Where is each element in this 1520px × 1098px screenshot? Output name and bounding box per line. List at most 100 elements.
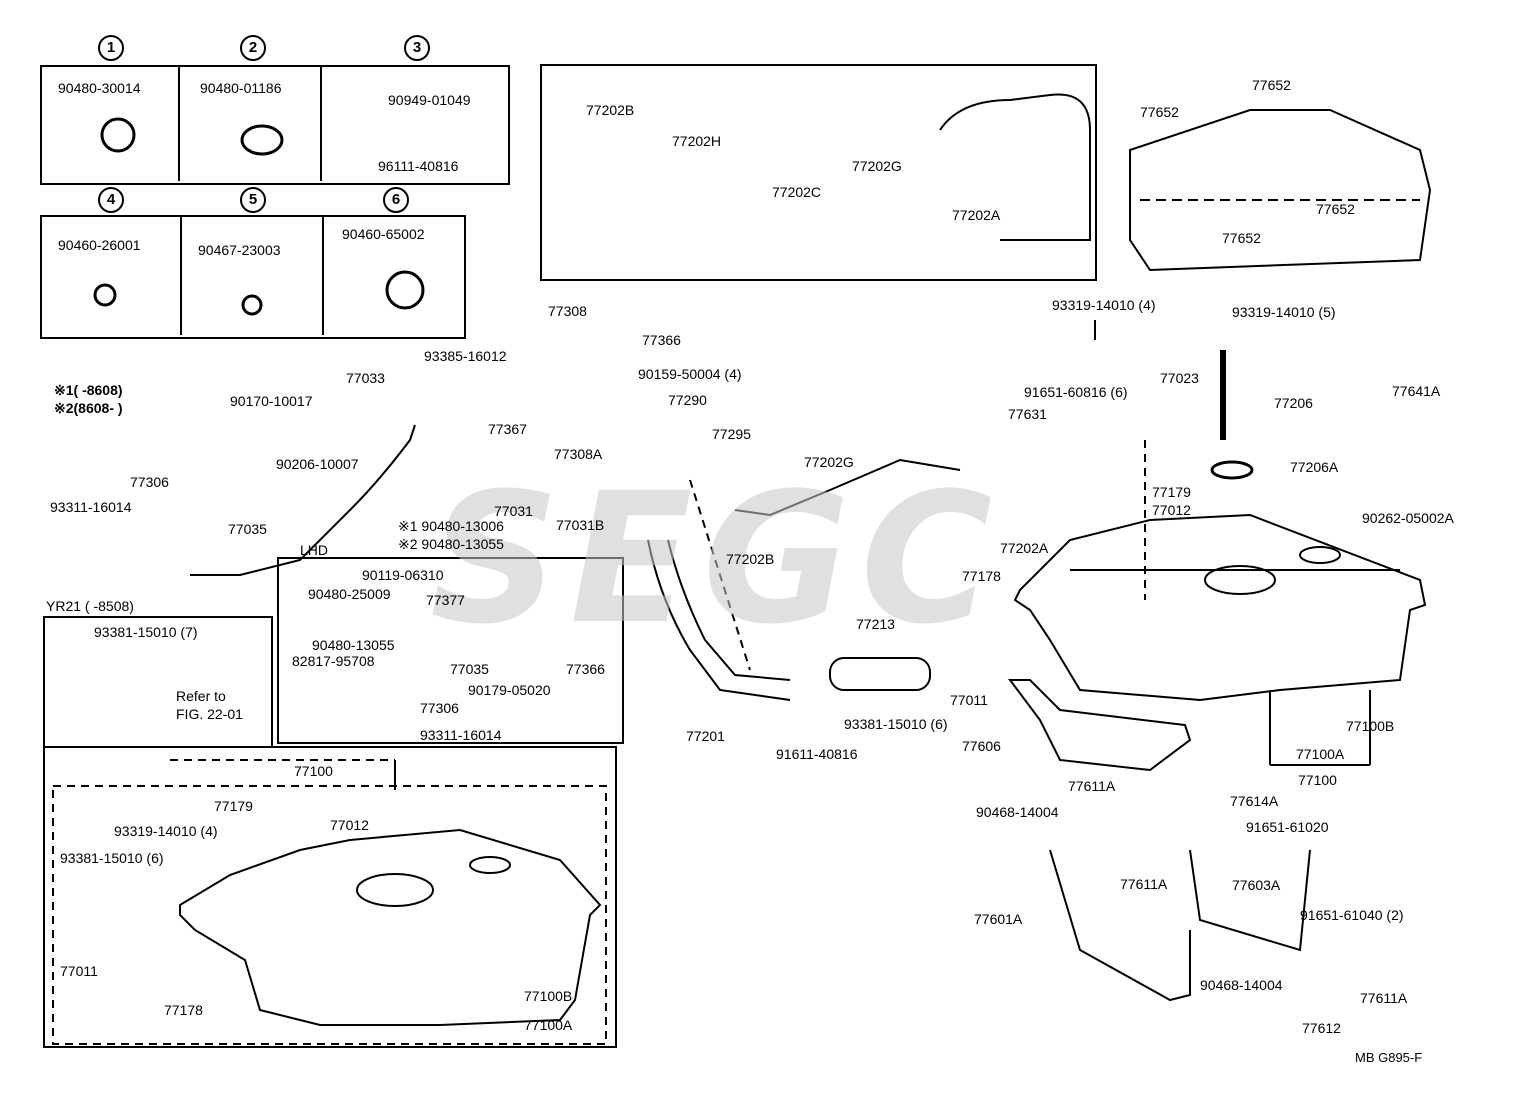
part-label: 77201: [686, 728, 725, 744]
part-label: 90949-01049: [388, 92, 471, 108]
part-label: 77202G: [804, 454, 854, 470]
part-label: 90480-30014: [58, 80, 141, 96]
part-label: 77100B: [1346, 718, 1395, 734]
part-label: 96111-40816: [378, 158, 459, 174]
legend-circle-3: 3: [404, 35, 430, 61]
part-label: 77202B: [726, 551, 775, 567]
legend-divider: [180, 215, 182, 335]
part-label: 90468-14004: [976, 804, 1059, 820]
part-label: 90467-23003: [198, 242, 281, 258]
refer-label: Refer to: [176, 688, 226, 704]
part-label: 90170-10017: [230, 393, 313, 409]
part-label: 77606: [962, 738, 1001, 754]
part-label: 77100: [294, 763, 333, 779]
part-label: 91651-61020: [1246, 819, 1329, 835]
part-label: 77366: [566, 661, 605, 677]
part-label: 77011: [950, 692, 988, 708]
part-label: 77308: [548, 303, 587, 319]
part-label: 90460-26001: [58, 237, 141, 253]
part-label: 90206-10007: [276, 456, 359, 472]
part-label: 77035: [228, 521, 267, 537]
part-label: 77206A: [1290, 459, 1339, 475]
part-label: 77614A: [1230, 793, 1279, 809]
part-label: 77601A: [974, 911, 1023, 927]
part-label: 77031B: [556, 517, 605, 533]
part-label: 77652: [1252, 77, 1291, 93]
legend-box-bottom: [40, 215, 466, 339]
part-label: 93319-14010 (5): [1232, 304, 1336, 320]
part-label: 90480-25009: [308, 586, 391, 602]
part-label: 77295: [712, 426, 751, 442]
part-label: 77202A: [1000, 540, 1049, 556]
part-label: 90262-05002A: [1362, 510, 1454, 526]
part-label: 91611-40816: [776, 746, 858, 762]
part-label: 90480-13055: [312, 637, 395, 653]
legend-box-top: [40, 65, 510, 185]
refer-label: FIG. 22-01: [176, 706, 243, 722]
part-label: 77611A: [1120, 876, 1168, 892]
part-label: 77031: [494, 503, 533, 519]
part-label: 93311-16014: [50, 499, 132, 515]
part-label: 91651-60816 (6): [1024, 384, 1128, 400]
part-label: 77011: [60, 963, 98, 979]
part-label: 90468-14004: [1200, 977, 1283, 993]
part-label: 90480-01186: [200, 80, 282, 96]
part-label: 82817-95708: [292, 653, 375, 669]
part-label: 77012: [330, 817, 369, 833]
part-label: 77377: [426, 592, 465, 608]
part-label: 77641A: [1392, 383, 1441, 399]
part-label: 77100B: [524, 988, 573, 1004]
part-label: 93381-15010 (6): [844, 716, 948, 732]
legend-divider: [322, 215, 324, 335]
part-label: 77178: [962, 568, 1001, 584]
diagram-code: MB G895-F: [1355, 1050, 1423, 1065]
part-label: 77100A: [524, 1017, 573, 1033]
part-label: 77012: [1152, 502, 1191, 518]
part-label: 77179: [1152, 484, 1191, 500]
part-label: 93311-16014: [420, 727, 502, 743]
part-label: 77631: [1008, 406, 1047, 422]
part-label: 77290: [668, 392, 707, 408]
yr21-label: YR21 ( -8508): [46, 598, 134, 614]
part-label: ※1 90480-13006: [398, 518, 504, 534]
part-label: 90159-50004 (4): [638, 366, 742, 382]
legend-circle-5: 5: [240, 187, 266, 213]
part-label: 77611A: [1360, 990, 1408, 1006]
legend-divider: [320, 65, 322, 181]
part-label: 77308A: [554, 446, 603, 462]
part-label: 93381-15010 (6): [60, 850, 164, 866]
part-label: 77179: [214, 798, 253, 814]
legend-circle-1: 1: [98, 35, 124, 61]
watermark: SEGC: [430, 455, 1003, 664]
part-label: 77202B: [586, 102, 635, 118]
part-label: 77611A: [1068, 778, 1116, 794]
part-label: 77612: [1302, 1020, 1341, 1036]
part-label: 93319-14010 (4): [114, 823, 218, 839]
part-label: 77306: [420, 700, 459, 716]
part-label: 77652: [1140, 104, 1179, 120]
part-label: 93385-16012: [424, 348, 507, 364]
part-label: 77100: [1298, 772, 1337, 788]
part-label: 77033: [346, 370, 385, 386]
part-label: 90460-65002: [342, 226, 425, 242]
part-label: 90119-06310: [362, 567, 444, 583]
part-label: 77023: [1160, 370, 1199, 386]
part-label: 90179-05020: [468, 682, 551, 698]
part-label: 77035: [450, 661, 489, 677]
part-label: 77202C: [772, 184, 822, 200]
note-mark-1: ※1( -8608): [54, 382, 123, 398]
part-label: 77366: [642, 332, 681, 348]
part-label: 77603A: [1232, 877, 1281, 893]
legend-circle-4: 4: [98, 187, 124, 213]
part-label: 93319-14010 (4): [1052, 297, 1156, 313]
legend-divider: [178, 65, 180, 181]
part-label: 77202H: [672, 133, 722, 149]
note-mark-2: ※2(8608- ): [54, 400, 123, 416]
part-label: 77178: [164, 1002, 203, 1018]
part-label: 77206: [1274, 395, 1313, 411]
part-label: 93381-15010 (7): [94, 624, 198, 640]
part-label: 77652: [1222, 230, 1261, 246]
legend-circle-6: 6: [383, 187, 409, 213]
